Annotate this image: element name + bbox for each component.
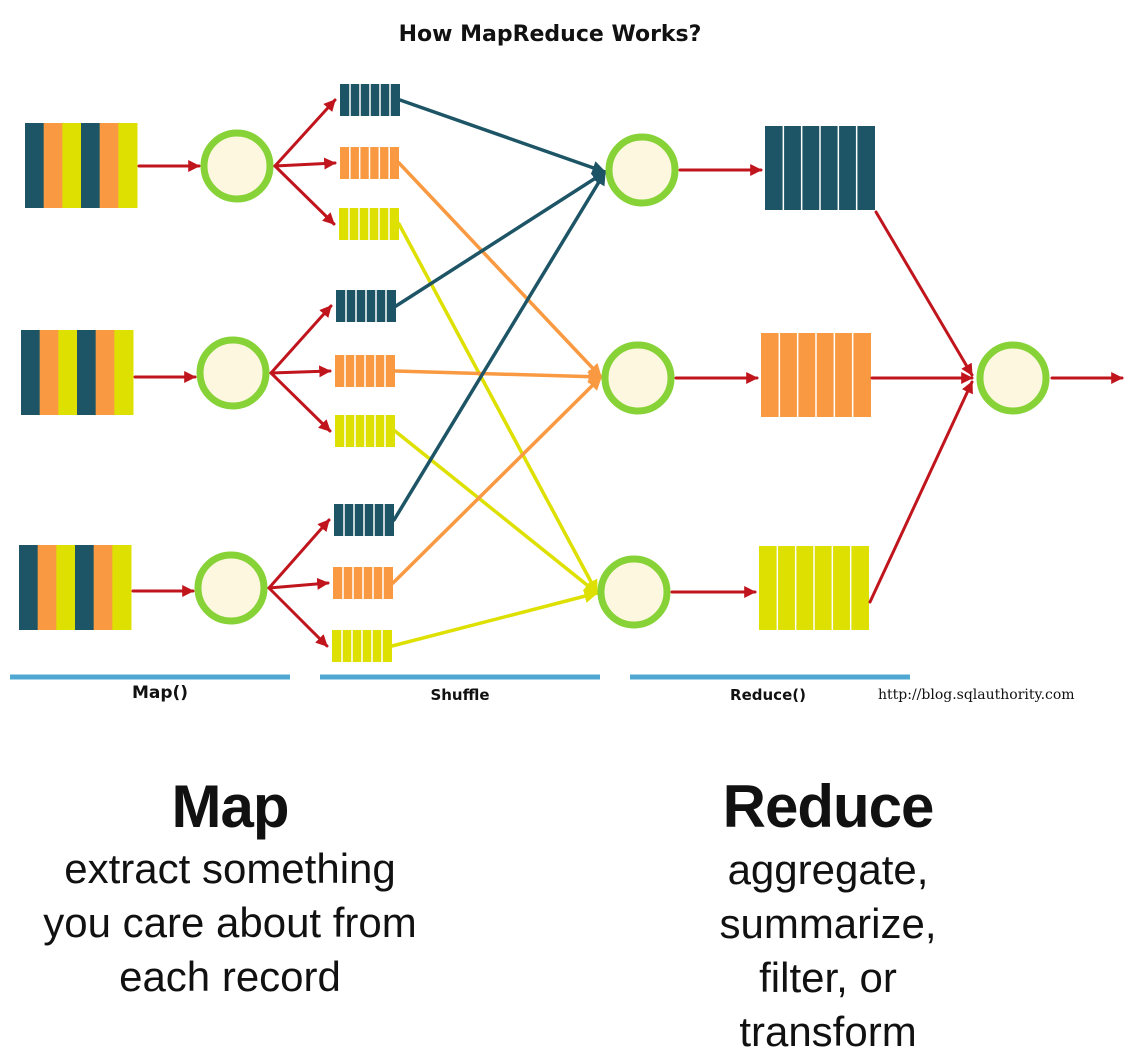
reduce-node [597, 555, 671, 629]
map-to-key-arrow [273, 157, 337, 170]
shuffle-arrow-orange [397, 161, 603, 379]
input-stripe [39, 330, 59, 415]
input-stripe [21, 330, 41, 415]
map-to-key-arrow [267, 518, 331, 590]
input-stripe [56, 545, 76, 630]
phase-label-shuffle: Shuffle [430, 686, 490, 704]
reduce-description-line: aggregate, [727, 846, 929, 893]
diagram-title: How MapReduce Works? [398, 22, 702, 47]
phase-label-map: Map() [131, 683, 189, 703]
reduce-heading: Reduce [722, 773, 935, 840]
map-to-key-arrow [267, 586, 329, 648]
map-to-key-arrow [269, 304, 333, 375]
output-to-final-arrow [868, 380, 974, 604]
map-description-line: extract something [64, 845, 396, 892]
input-stripe [81, 123, 101, 208]
output-to-final-arrow [874, 210, 974, 377]
map-to-key-arrow [269, 365, 332, 378]
input-stripe [58, 330, 78, 415]
shuffle-arrow-teal [392, 170, 607, 522]
input-stripe [62, 123, 82, 208]
source-credit: http://blog.sqlauthority.com [878, 687, 1075, 703]
map-to-key-arrow [273, 164, 336, 226]
phase-label-reduce: Reduce() [730, 686, 806, 704]
reduce-node [601, 341, 675, 415]
map-description-line: each record [119, 953, 341, 1000]
shuffle-arrow-yellow [397, 222, 599, 595]
map-description-line: you care about from [43, 899, 417, 946]
map-heading: Map [171, 773, 290, 840]
shuffle-arrow-orange [391, 375, 603, 585]
reduce-description: aggregate, summarize, filter, or transfo… [628, 843, 1028, 1059]
reduce-description-line: transform [739, 1008, 917, 1055]
shuffle-arrow-teal [398, 98, 607, 175]
map-node [194, 551, 268, 625]
reduce-node [605, 133, 679, 207]
input-stripe [118, 123, 138, 208]
input-stripe [37, 545, 57, 630]
input-stripe [75, 545, 95, 630]
final-node [976, 341, 1050, 415]
map-to-key-arrow [269, 371, 332, 433]
reduce-description-line: filter, or [759, 954, 897, 1001]
input-stripe [19, 545, 39, 630]
shuffle-arrow-yellow [393, 429, 599, 595]
input-stripe [99, 123, 119, 208]
map-to-key-arrow [267, 577, 330, 590]
input-stripe [93, 545, 113, 630]
map-to-key-arrow [273, 98, 337, 168]
input-stripe [112, 545, 132, 630]
shuffle-arrow-yellow [390, 589, 599, 648]
shuffle-arrow-orange [393, 369, 603, 384]
shuffle-arrow-teal [394, 170, 607, 308]
input-stripe [95, 330, 115, 415]
input-stripe [114, 330, 134, 415]
map-node [200, 129, 274, 203]
reduce-description-line: summarize, [719, 900, 937, 947]
input-stripe [25, 123, 45, 208]
input-stripe [77, 330, 97, 415]
input-stripe [43, 123, 63, 208]
map-description: extract something you care about from ea… [0, 842, 460, 1004]
map-node [196, 336, 270, 410]
